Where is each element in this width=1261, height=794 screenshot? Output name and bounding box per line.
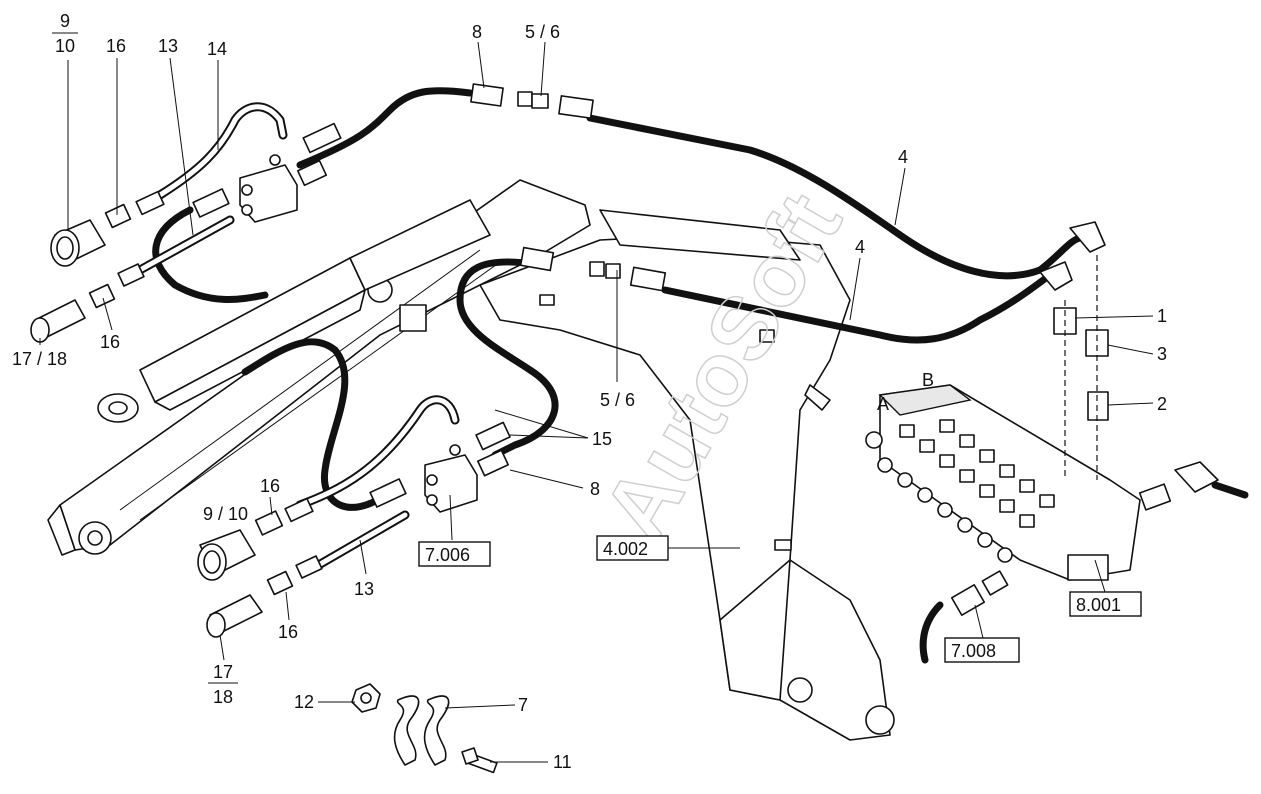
valve-spools <box>877 419 1055 563</box>
label-8-top: 8 <box>472 22 482 42</box>
boom-arm <box>47 179 591 556</box>
label-4-top: 4 <box>898 147 908 167</box>
label-9-numerator: 9 <box>60 11 70 31</box>
label-17-18-left: 17 / 18 <box>12 349 67 369</box>
label-14: 14 <box>207 39 227 59</box>
upper-diverter-valve <box>192 122 342 223</box>
label-16-lower-bottom: 16 <box>278 622 298 642</box>
label-2: 2 <box>1157 394 1167 414</box>
label-12: 12 <box>294 692 314 712</box>
label-5-6-top: 5 / 6 <box>525 22 560 42</box>
upper-couplers <box>30 190 165 343</box>
control-valve-block <box>865 384 1141 581</box>
label-8-mid: 8 <box>590 479 600 499</box>
label-18-denominator: 18 <box>213 687 233 707</box>
label-7: 7 <box>518 695 528 715</box>
label-B: B <box>922 370 934 390</box>
ref-7-008: 7.008 <box>951 641 996 661</box>
ref-7-006: 7.006 <box>425 545 470 565</box>
hoses <box>135 87 1249 664</box>
leader-lines <box>39 41 1154 763</box>
label-9-10-lower: 9 / 10 <box>203 504 248 524</box>
label-17-numerator: 17 <box>213 662 233 682</box>
boom-cylinder <box>97 199 491 423</box>
label-16-top-left: 16 <box>106 36 126 56</box>
lower-couplers <box>197 497 323 638</box>
lower-diverter-valve <box>369 421 511 513</box>
label-16-left-mid: 16 <box>100 332 120 352</box>
boxed-references: 7.006 4.002 8.001 7.008 <box>418 535 1142 663</box>
label-3: 3 <box>1157 344 1167 364</box>
label-15: 15 <box>592 429 612 449</box>
label-13-top: 13 <box>158 36 178 56</box>
label-5-6-mid: 5 / 6 <box>600 390 635 410</box>
label-10-denominator: 10 <box>55 36 75 56</box>
label-A: A <box>877 394 889 414</box>
top-connectors <box>470 83 667 292</box>
assembly-dashed-lines <box>1064 255 1098 480</box>
clamp-assembly <box>351 683 498 774</box>
label-1: 1 <box>1157 306 1167 326</box>
stick-arm <box>479 209 895 741</box>
label-11: 11 <box>553 752 572 772</box>
ref-8-001: 8.001 <box>1076 595 1121 615</box>
label-13-lower: 13 <box>354 579 374 599</box>
ref-4-002: 4.002 <box>603 539 648 559</box>
label-4-mid: 4 <box>855 237 865 257</box>
callout-labels: 9 10 16 13 14 8 5 / 6 4 4 1 3 2 16 17 / … <box>12 11 1167 772</box>
label-16-lower-top: 16 <box>260 476 280 496</box>
